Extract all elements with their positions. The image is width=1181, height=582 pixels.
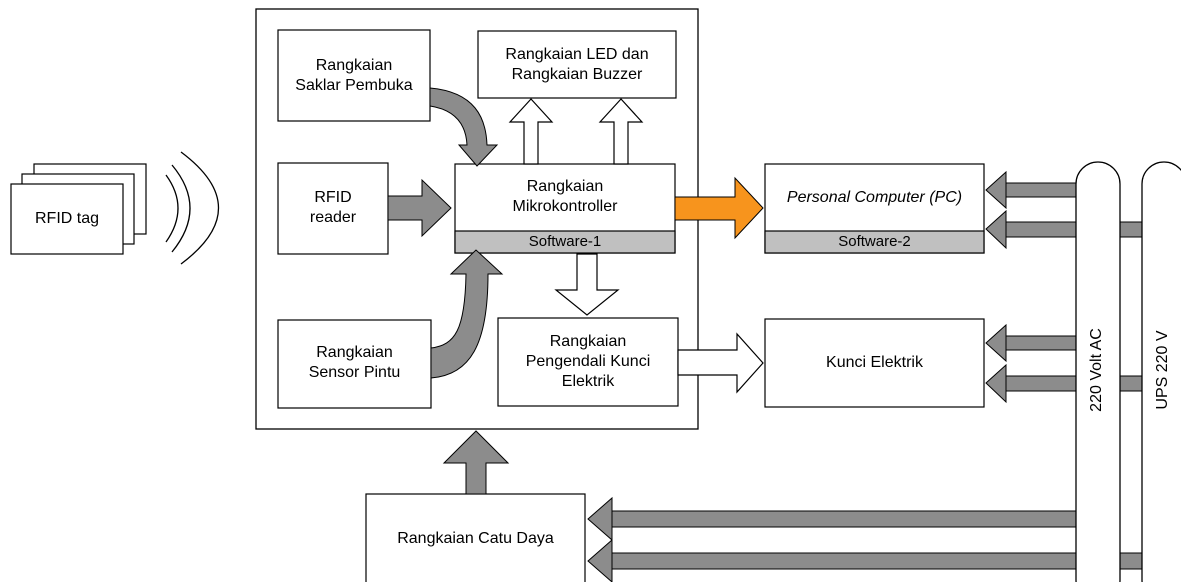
catu-daya-label: Rangkaian Catu Daya bbox=[397, 530, 554, 547]
sensor-pintu-label: Rangkaian Sensor Pintu bbox=[278, 343, 431, 383]
rfid-reader-line-1: RFID bbox=[314, 189, 352, 206]
pengendali-kunci-label: Rangkaian Pengendali Kunci Elektrik bbox=[498, 332, 678, 392]
mikrokontroller-label: Rangkaian Mikrokontroller bbox=[455, 177, 675, 217]
mcu-to-pc-arrow bbox=[674, 176, 764, 240]
software1-bar bbox=[454, 230, 676, 254]
led-buzzer-line-1: Rangkaian LED dan bbox=[505, 46, 649, 63]
sensor-pintu-block bbox=[277, 319, 432, 409]
saklar-pembuka-label: Rangkaian Saklar Pembuka bbox=[278, 56, 430, 96]
reader-to-mcu-arrow bbox=[387, 178, 452, 238]
ups-power-label: UPS 220 V bbox=[1154, 330, 1171, 410]
mikrokontroller-line-1: Rangkaian bbox=[526, 178, 604, 195]
power-arrow-heads bbox=[587, 170, 1007, 582]
mcu-to-pengendali-arrow bbox=[554, 253, 620, 316]
rfid-reader-block bbox=[277, 162, 389, 255]
ac-power-label: 220 Volt AC bbox=[1088, 328, 1105, 412]
sensor-pintu-line-2: Sensor Pintu bbox=[308, 364, 401, 381]
pengendali-to-kunci-arrow bbox=[677, 332, 764, 394]
radio-wave-icon bbox=[165, 151, 219, 265]
saklar-pembuka-block bbox=[277, 29, 431, 122]
saklar-curved-arrow bbox=[429, 87, 499, 167]
rfid-reader-line-2: reader bbox=[309, 209, 357, 226]
rfid-tag-card-stack bbox=[10, 163, 147, 255]
catu-daya-block bbox=[365, 493, 586, 582]
catu-daya-to-enclosure-arrow bbox=[442, 430, 510, 495]
rfid-tag-label: RFID tag bbox=[34, 210, 99, 227]
kunci-elektrik-label: Kunci Elektrik bbox=[826, 354, 923, 371]
led-buzzer-block bbox=[477, 30, 677, 99]
kunci-elektrik-block bbox=[764, 318, 985, 408]
pengendali-kunci-block bbox=[497, 317, 679, 407]
ac-power-line bbox=[1075, 161, 1121, 582]
mcu-to-led-arrow-1 bbox=[508, 98, 554, 165]
software2-label: Software-2 bbox=[838, 233, 911, 250]
pengendali-line-1: Rangkaian bbox=[549, 333, 627, 350]
pc-label: Personal Computer (PC) bbox=[786, 189, 963, 206]
sensor-curved-arrow bbox=[430, 249, 504, 379]
saklar-pembuka-line-2: Saklar Pembuka bbox=[295, 77, 413, 94]
pengendali-line-2: Pengendali Kunci bbox=[525, 353, 651, 370]
sensor-pintu-line-1: Rangkaian bbox=[316, 344, 393, 361]
mcu-to-led-arrow-2 bbox=[598, 98, 644, 165]
led-buzzer-label: Rangkaian LED dan Rangkaian Buzzer bbox=[478, 45, 676, 85]
saklar-pembuka-line-1: Rangkaian bbox=[315, 57, 393, 74]
ups-power-line bbox=[1141, 161, 1181, 582]
software1-label: Software-1 bbox=[528, 233, 602, 250]
mikrokontroller-line-2: Mikrokontroller bbox=[512, 198, 618, 215]
led-buzzer-line-2: Rangkaian Buzzer bbox=[511, 66, 643, 83]
rfid-reader-label: RFID reader bbox=[278, 188, 388, 228]
pengendali-line-3: Elektrik bbox=[561, 373, 615, 390]
software2-bar bbox=[764, 230, 985, 254]
